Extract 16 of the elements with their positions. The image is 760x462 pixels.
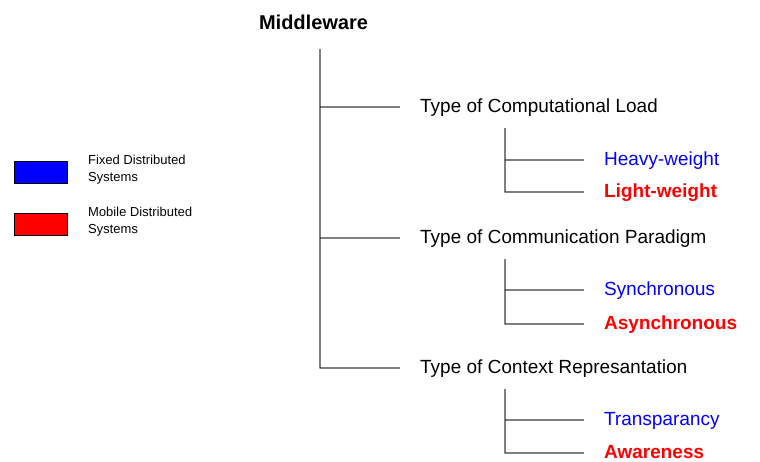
- tree-label: Type of Context Represantation: [420, 357, 688, 379]
- connector-line: [504, 128, 584, 192]
- tree-label: Heavy-weight: [604, 149, 720, 171]
- tree-label: Middleware: [259, 12, 368, 35]
- legend-label: Fixed Distributed Systems: [88, 152, 187, 186]
- tree-label: Type of Computational Load: [420, 96, 658, 118]
- tree-label: Synchronous: [604, 279, 715, 301]
- connector-line: [504, 388, 584, 454]
- tree-label: Awareness: [604, 442, 704, 462]
- legend-label: Mobile Distributed Systems: [88, 204, 194, 238]
- tree-label: Light-weight: [604, 181, 717, 203]
- connector-line: [320, 48, 400, 368]
- tree-label: Asynchronous: [604, 313, 738, 335]
- connector-line: [504, 258, 584, 324]
- tree-label: Transparancy: [604, 409, 720, 431]
- tree-label: Type of Communication Paradigm: [420, 227, 706, 249]
